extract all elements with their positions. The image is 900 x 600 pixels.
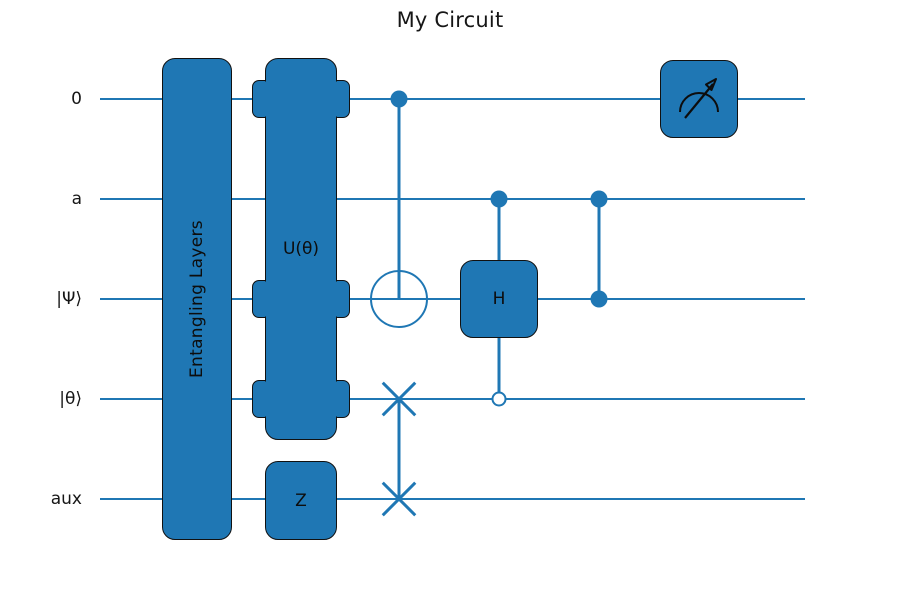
wire-label-0: 0 [71, 89, 82, 109]
u-theta-tab-left-theta [252, 380, 265, 418]
u-theta-tab-right-psi [337, 280, 350, 318]
controlled-h-control-dot[interactable] [490, 190, 508, 208]
u-theta-tab-right-0 [337, 80, 350, 118]
controlled-h-link-bottom [497, 338, 501, 399]
u-theta-tab-seam-left-0 [262, 81, 268, 117]
wire-label-theta: |θ⟩ [59, 389, 82, 409]
wire-line-psi [100, 298, 805, 300]
swap-link [397, 399, 401, 499]
gate-h[interactable]: H [460, 260, 538, 338]
swap-cross-aux[interactable] [376, 476, 422, 522]
u-theta-tab-seam-left-psi [262, 281, 268, 317]
gate-entangling-layers[interactable]: Entangling Layers [162, 58, 232, 540]
wire-line-theta [100, 398, 805, 400]
controlled-h-link-top [497, 199, 501, 261]
gate-z-label: Z [295, 490, 307, 511]
wire-label-a: a [71, 189, 82, 209]
page-title: My Circuit [396, 8, 504, 32]
gate-entangling-layers-label: Entangling Layers [187, 220, 207, 378]
wire-line-aux [100, 498, 805, 500]
u-theta-tab-right-theta [337, 380, 350, 418]
u-theta-tab-left-psi [252, 280, 265, 318]
gate-h-label: H [492, 289, 506, 309]
wire-label-aux: aux [50, 489, 82, 509]
cnot-link [397, 99, 401, 299]
u-theta-tab-seam-right-psi [333, 281, 339, 317]
gate-u-theta[interactable]: U(θ) [265, 58, 337, 440]
u-theta-tab-seam-right-theta [333, 381, 339, 417]
gate-measure[interactable] [660, 60, 738, 138]
wire-line-a [100, 198, 805, 200]
swap-cross-theta[interactable] [376, 376, 422, 422]
wire-label-psi: |Ψ⟩ [56, 289, 82, 309]
gate-u-theta-label: U(θ) [282, 239, 320, 259]
u-theta-tab-seam-left-theta [262, 381, 268, 417]
gate-z[interactable]: Z [265, 461, 337, 540]
cz-control-dot-a[interactable] [590, 190, 608, 208]
controlled-h-open-control-dot[interactable] [491, 391, 507, 407]
u-theta-tab-left-0 [252, 80, 265, 118]
wire-line-0 [100, 98, 805, 100]
cnot-target-icon[interactable] [370, 270, 428, 328]
cz-control-dot-psi[interactable] [590, 290, 608, 308]
u-theta-tab-seam-right-0 [333, 81, 339, 117]
cz-link [597, 199, 601, 299]
cnot-control-dot[interactable] [390, 90, 408, 108]
